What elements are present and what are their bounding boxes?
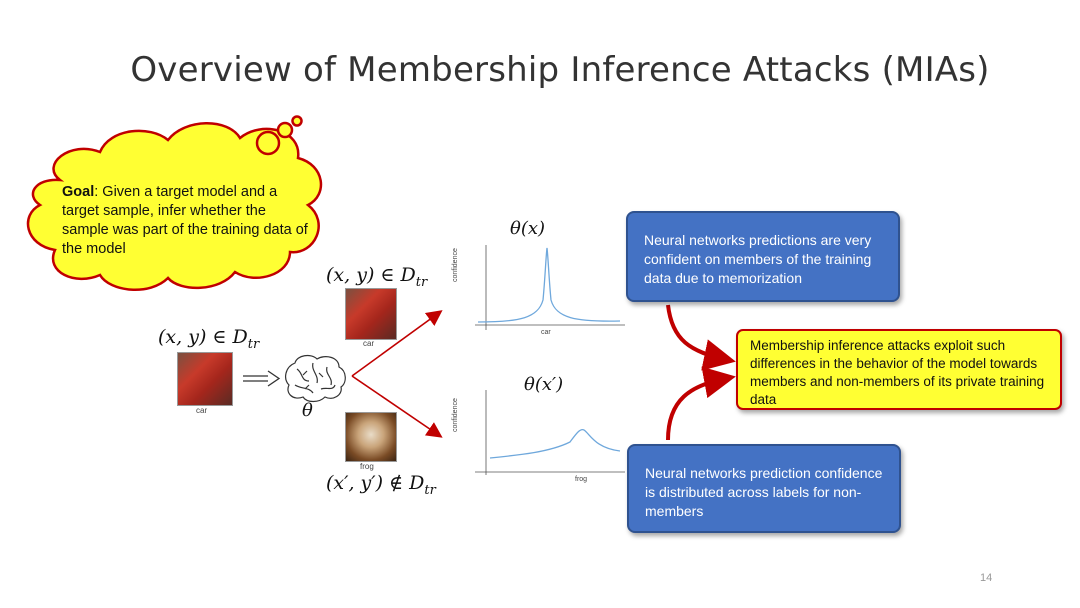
member-branch-arrow — [351, 310, 443, 377]
goal-text: Goal: Given a target model and a target … — [62, 183, 312, 259]
nonmember-x-tick-label: frog — [575, 476, 588, 483]
nonmember-to-summary-arrow — [666, 366, 736, 441]
nonmember-confidence-callout: Neural networks prediction confidence is… — [627, 444, 901, 533]
goal-label: Goal — [62, 184, 95, 200]
member-confidence-callout: Neural networks predictions are very con… — [626, 211, 900, 302]
member-expression: (x, y) ∈ Dtr — [326, 264, 428, 290]
input-thumb-label: car — [196, 406, 208, 415]
brain-icon — [285, 354, 346, 403]
model-symbol: θ — [302, 400, 313, 421]
goal-thought-bubble — [26, 115, 323, 291]
nonmember-y-axis-label: confidence — [452, 398, 459, 432]
nonmember-plot-title: θ(x′) — [524, 374, 564, 395]
slide-title: Overview of Membership Inference Attacks… — [130, 50, 990, 90]
member-car-image — [345, 288, 397, 340]
input-arrow — [243, 370, 281, 387]
nonmember-expression: (x′, y′) ∉ Dtr — [326, 472, 436, 498]
nonmember-branch-arrow — [351, 375, 443, 438]
member-y-axis-label: confidence — [452, 248, 459, 282]
member-confidence-plot — [475, 245, 625, 330]
nonmember-confidence-plot — [475, 390, 625, 475]
member-thumb-label: car — [363, 339, 375, 348]
input-member-expression: (x, y) ∈ Dtr — [158, 326, 260, 352]
goal-description: : Given a target model and a target samp… — [62, 184, 308, 257]
mia-summary-callout: Membership inference attacks exploit suc… — [736, 329, 1062, 410]
page-number: 14 — [980, 572, 993, 584]
member-to-summary-arrow — [666, 304, 736, 371]
nonmember-thumb-label: frog — [360, 462, 374, 471]
member-x-tick-label: car — [541, 329, 551, 336]
input-car-image — [177, 352, 233, 406]
member-plot-title: θ(x) — [510, 218, 546, 239]
nonmember-frog-image — [345, 412, 397, 462]
